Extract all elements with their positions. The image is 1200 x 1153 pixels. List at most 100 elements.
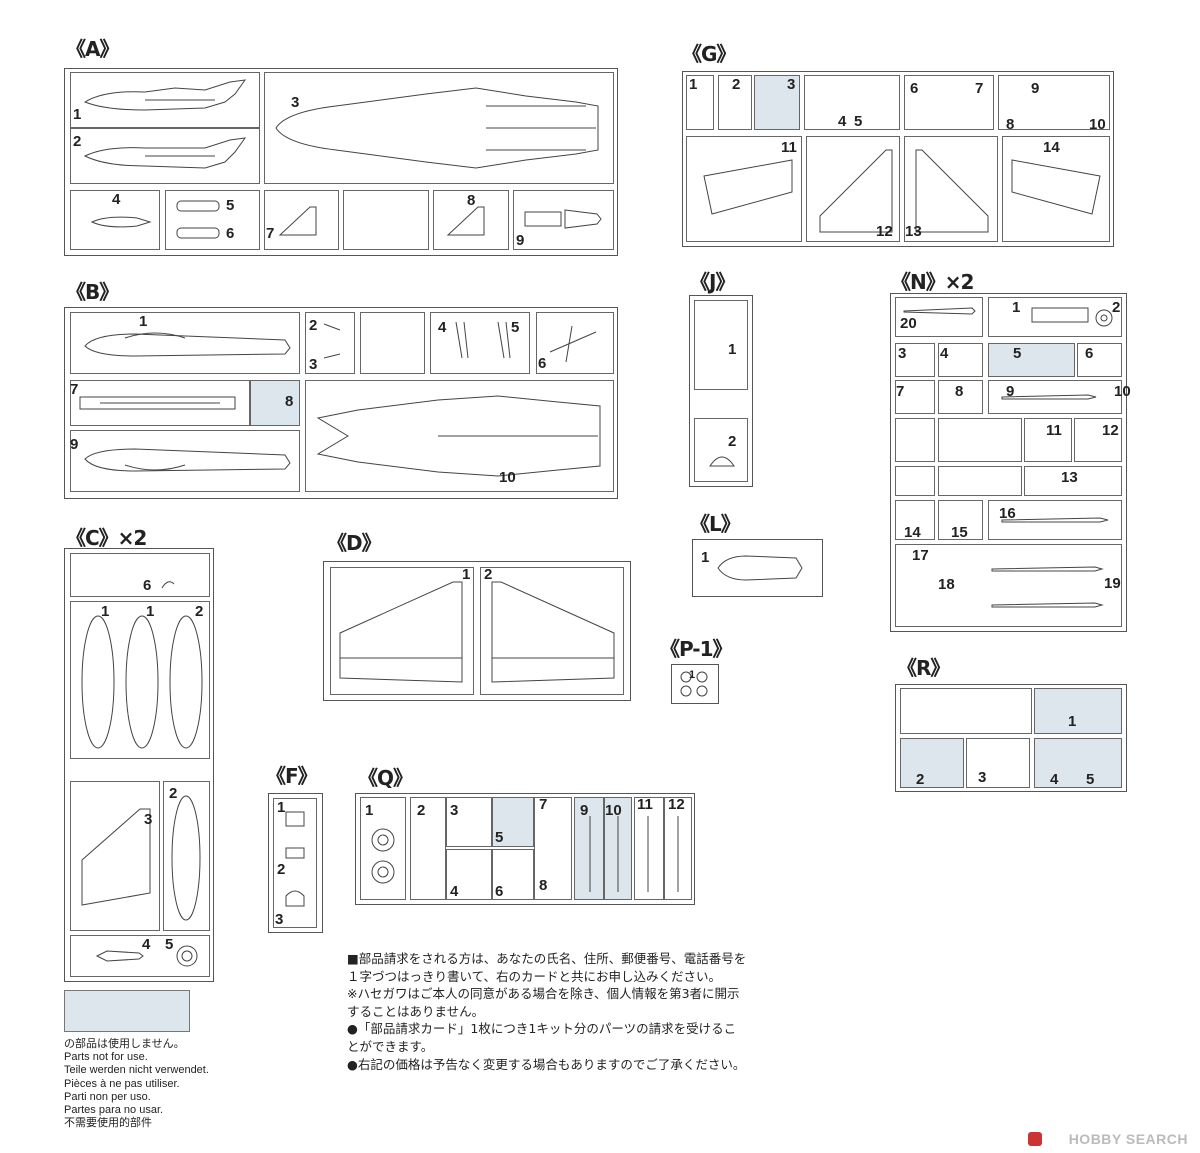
- sprue-d-cell-1: [330, 567, 474, 695]
- sprue-b-title: 《B》: [66, 280, 119, 304]
- sprue-b-cell-6: [536, 312, 614, 374]
- sprue-q-cell-2: [410, 797, 446, 900]
- sprue-g-part-3-label: 3: [787, 76, 796, 93]
- sprue-c-part-1b-label: 1: [146, 603, 155, 620]
- canopy-part-icon: [709, 456, 735, 467]
- note-line: ■部品請求をされる方は、あなたの氏名、住所、郵便番号、電話番号を１字づつはっきり…: [347, 951, 747, 984]
- sprue-a-title: 《A》: [66, 37, 119, 61]
- sprue-g-part-12-label: 12: [876, 223, 893, 240]
- fuselage-half-part-icon: [83, 137, 247, 169]
- sprue-n-part-4-label: 4: [940, 345, 949, 362]
- sprue-q-frame: [355, 793, 695, 905]
- sprue-n-cell-12b: [1074, 418, 1122, 462]
- sprue-a-part-7-label: 7: [266, 225, 275, 242]
- vertical-fin-part-icon: [446, 206, 485, 236]
- sprue-n-part-18-label: 18: [938, 576, 955, 593]
- sprue-q-cell-12: [664, 797, 692, 900]
- sprue-f-cell: [273, 798, 317, 928]
- sprue-d-frame: [323, 561, 631, 701]
- sprue-p1-part-1-label: 1: [689, 669, 696, 681]
- sprue-n-part-9-label: 9: [1006, 383, 1015, 400]
- missile-part-icon: [647, 816, 649, 892]
- sprue-b-cell-23: [305, 312, 355, 374]
- sprue-r-cell-1-unused: [1034, 688, 1122, 734]
- sprue-r-cell-3: [966, 738, 1030, 788]
- sprue-b-part-3-label: 3: [309, 356, 318, 373]
- sprue-c-part-2b-label: 2: [169, 785, 178, 802]
- wing-part-icon: [339, 581, 463, 683]
- sprue-c-cell-3: [70, 781, 160, 931]
- sprue-f-title: 《F》: [266, 764, 318, 788]
- sprue-g-cell-11: [686, 136, 802, 242]
- sprue-n-part-13-label: 13: [1061, 469, 1078, 486]
- sprue-f-part-1-label: 1: [277, 799, 286, 816]
- missile-part-icon: [1001, 394, 1097, 400]
- sprue-a-cell-8: [433, 190, 509, 250]
- sprue-b-frame: [64, 307, 618, 499]
- sprue-n-cell-7: [895, 380, 935, 414]
- sprue-a-part-3-label: 3: [291, 94, 300, 111]
- legend-line: Teile werden nicht verwendet.: [64, 1064, 209, 1077]
- sprue-g-part-1-label: 1: [689, 76, 698, 93]
- sprue-l-frame: [692, 539, 823, 597]
- sprue-n-cell-20: [895, 297, 983, 337]
- sprue-g-part-11-label: 11: [781, 139, 797, 156]
- sprue-l-title: 《L》: [690, 512, 741, 536]
- sprue-c-title: 《C》×2: [66, 526, 147, 550]
- sprue-n-part-7-label: 7: [896, 383, 905, 400]
- drop-tank-part-icon: [90, 216, 152, 228]
- sprue-g-cell-13: [904, 136, 998, 242]
- sprue-q-part-2-label: 2: [417, 802, 426, 819]
- sprue-q-cell-5-unused: [492, 797, 534, 847]
- sprue-g-cell-3-unused: [754, 75, 800, 130]
- note-line: ※ハセガワはご本人の同意がある場合を除き、個人情報を第3者に開示することはありま…: [347, 986, 740, 1019]
- tailplane-part-icon: [915, 149, 989, 233]
- sprue-c-frame: [64, 548, 214, 982]
- canopy-clear-part-icon: [717, 555, 803, 581]
- watermark: HOBBY SEARCH: [1068, 1131, 1188, 1147]
- sprue-b-part-7-label: 7: [70, 381, 79, 398]
- missile-part-icon: [617, 816, 619, 892]
- sprue-c-part-1-label: 1: [101, 603, 110, 620]
- sprue-q-cell-11: [634, 797, 664, 900]
- sprue-a-frame: [64, 68, 618, 256]
- sprue-r-title: 《R》: [897, 656, 950, 680]
- sprue-n-part-15-label: 15: [951, 524, 968, 541]
- note-line: ●「部品請求カード」1枚につき1キット分のパーツの請求を受けることができます。: [347, 1021, 737, 1054]
- sprue-g-part-4-label: 4: [838, 113, 847, 130]
- sprue-n-cell-blank-b: [938, 418, 1022, 462]
- sprue-n-part-12-label: 12: [1102, 422, 1119, 439]
- sprue-g-cell-1: [686, 75, 714, 130]
- sprue-n-frame: [890, 293, 1127, 632]
- sprue-b-cell-45: [430, 312, 530, 374]
- sprue-g-frame: [682, 71, 1114, 247]
- sprue-n-cell-6: [1077, 343, 1122, 377]
- sprue-j-part-2-label: 2: [728, 433, 737, 450]
- legend-line: Parts not for use.: [64, 1051, 148, 1064]
- fuselage-half-part-icon: [83, 79, 247, 111]
- sprue-r-cell-2-unused: [900, 738, 964, 788]
- sprue-p1-title: 《P-1》: [660, 637, 733, 661]
- sprue-g-cell-14: [1002, 136, 1110, 242]
- sprue-b-cell-10: [305, 380, 614, 492]
- sprue-j-cell-2: [694, 418, 748, 482]
- sprue-l-part-1-label: 1: [701, 549, 710, 566]
- sprue-n-part-8-label: 8: [955, 383, 964, 400]
- sprue-c-cell-6: [70, 553, 210, 597]
- sprue-q-cell-4: [446, 849, 492, 900]
- unused-parts-legend: の部品は使用しません。 Parts not for use. Teile wer…: [64, 1038, 209, 1130]
- sprue-n-cell-16: [988, 500, 1122, 540]
- sprue-r-cell-blank: [900, 688, 1032, 734]
- sprue-n-cell-blank-a: [895, 418, 935, 462]
- sprue-c-part-4-label: 4: [142, 936, 151, 953]
- sprue-b-part-5-label: 5: [511, 319, 520, 336]
- sprue-g-title: 《G》: [682, 42, 736, 66]
- wheel-part-icon: [176, 945, 198, 967]
- pylon-part-icon: [903, 307, 976, 315]
- sprue-p1-frame: [671, 664, 719, 704]
- sprue-f-frame: [268, 793, 323, 933]
- fuel-tank-part-icon: [125, 615, 159, 749]
- sprue-d-cell-2: [480, 567, 624, 695]
- sprue-c-part-5-label: 5: [165, 936, 174, 953]
- sprue-n-part-3-label: 3: [898, 345, 907, 362]
